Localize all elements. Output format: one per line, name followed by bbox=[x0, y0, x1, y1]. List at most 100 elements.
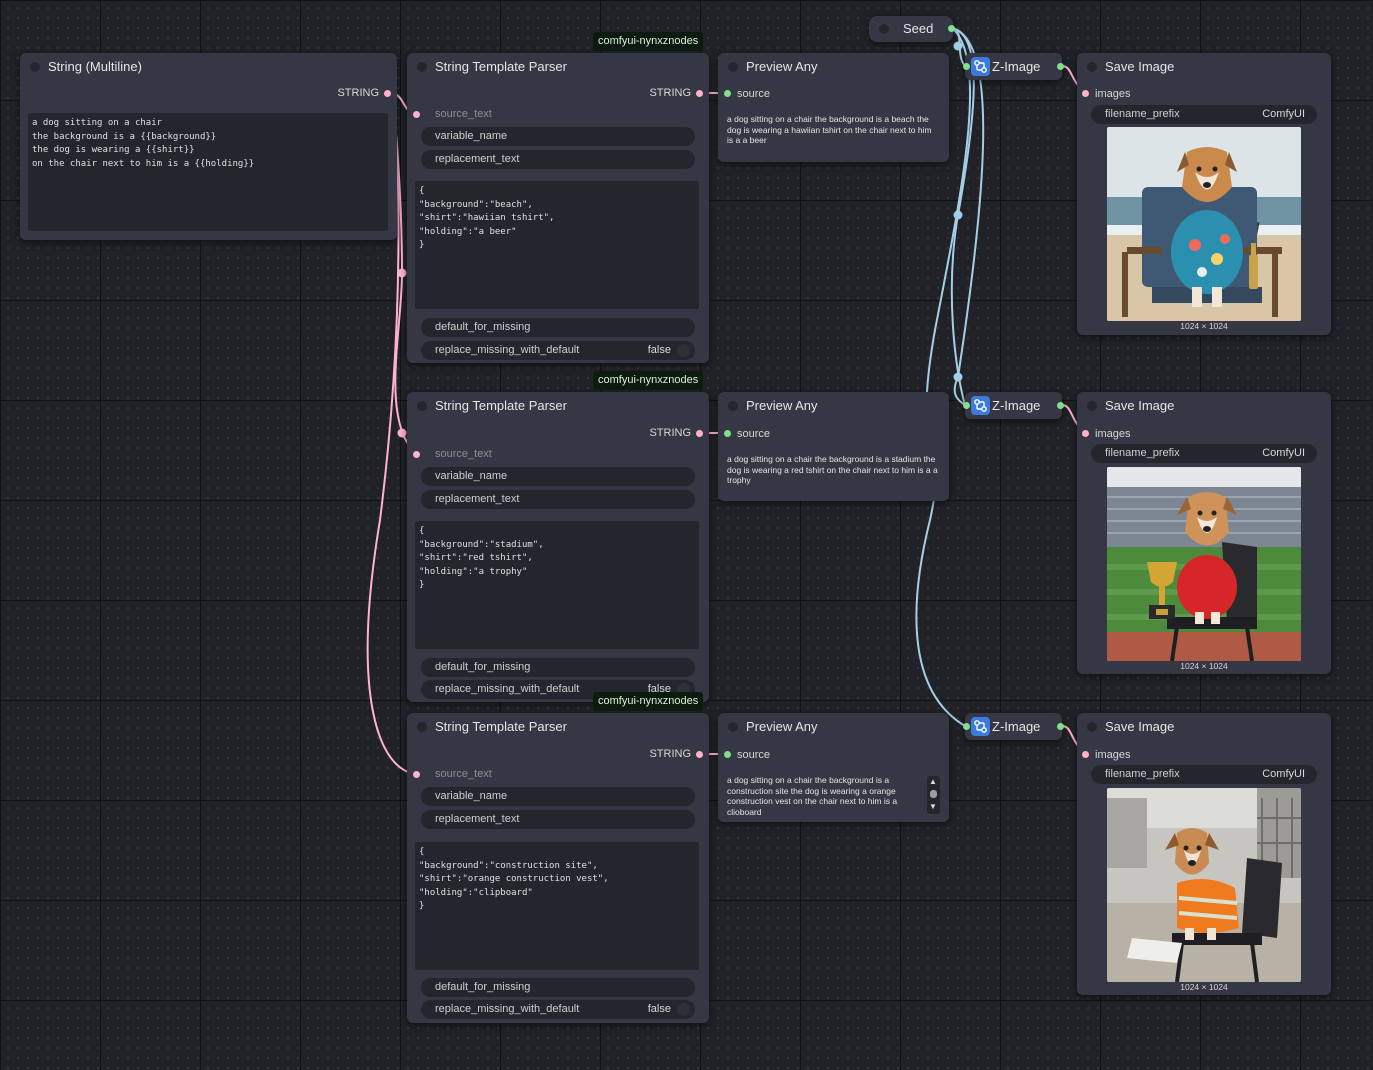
source-label: source bbox=[737, 88, 771, 100]
seed-title: Seed bbox=[903, 21, 934, 36]
scroll-down-icon[interactable]: ▼ bbox=[929, 802, 937, 811]
image-output-socket[interactable] bbox=[1057, 63, 1064, 70]
preview-any-node[interactable]: Preview Any source a dog sitting on a ch… bbox=[718, 713, 949, 822]
string-output-socket[interactable] bbox=[696, 430, 703, 437]
collapse-dot[interactable] bbox=[728, 722, 738, 732]
collapse-dot[interactable] bbox=[417, 401, 427, 411]
node-pack-badge: comfyui-nynxznodes bbox=[593, 32, 704, 51]
image-size-caption: 1024 × 1024 bbox=[1180, 661, 1228, 671]
source-input-socket[interactable] bbox=[724, 90, 731, 97]
collapse-dot[interactable] bbox=[417, 722, 427, 732]
generated-image-beach[interactable] bbox=[1107, 127, 1301, 321]
node-pack-badge: comfyui-nynxznodes bbox=[593, 371, 704, 390]
z-image-node[interactable]: Z-Image bbox=[963, 713, 1064, 740]
z-image-node[interactable]: Z-Image bbox=[963, 53, 1064, 80]
node-title: Preview Any bbox=[746, 398, 818, 413]
images-input-socket[interactable] bbox=[1082, 751, 1089, 758]
toggle-knob[interactable] bbox=[677, 344, 690, 357]
source-text-input-socket[interactable] bbox=[413, 111, 420, 118]
source-text-label: source_text bbox=[435, 108, 492, 120]
source-text-label: source_text bbox=[435, 768, 492, 780]
seed-input-socket[interactable] bbox=[963, 723, 970, 730]
default-for-missing-field[interactable]: default_for_missing bbox=[421, 658, 695, 677]
node-title: Preview Any bbox=[746, 59, 818, 74]
preview-any-node[interactable]: Preview Any source a dog sitting on a ch… bbox=[718, 53, 949, 162]
images-input-socket[interactable] bbox=[1082, 430, 1089, 437]
wire-seed-to-zimage2b bbox=[951, 27, 985, 406]
preview-output-text: a dog sitting on a chair the background … bbox=[727, 775, 898, 817]
preview-any-node[interactable]: Preview Any source a dog sitting on a ch… bbox=[718, 392, 949, 501]
source-label: source bbox=[737, 749, 771, 761]
seed-input-socket[interactable] bbox=[963, 63, 970, 70]
output-label: STRING bbox=[649, 427, 691, 439]
json-text-area[interactable]: { "background":"beach", "shirt":"hawiian… bbox=[415, 181, 699, 309]
output-label: STRING bbox=[337, 87, 379, 99]
node-title: Preview Any bbox=[746, 719, 818, 734]
collapse-dot[interactable] bbox=[1087, 62, 1097, 72]
subgraph-icon bbox=[971, 717, 990, 736]
scroll-thumb[interactable] bbox=[930, 790, 937, 798]
seed-output-socket[interactable] bbox=[948, 25, 955, 32]
image-size-caption: 1024 × 1024 bbox=[1180, 982, 1228, 992]
source-input-socket[interactable] bbox=[724, 430, 731, 437]
image-output-socket[interactable] bbox=[1057, 723, 1064, 730]
images-input-socket[interactable] bbox=[1082, 90, 1089, 97]
generated-image-stadium[interactable] bbox=[1107, 467, 1301, 661]
replacement-text-field[interactable]: replacement_text bbox=[421, 810, 695, 829]
preview-scrollbar[interactable]: ▲ ▼ bbox=[927, 776, 940, 814]
default-for-missing-field[interactable]: default_for_missing bbox=[421, 318, 695, 337]
string-template-parser-node[interactable]: String Template Parser STRING source_tex… bbox=[407, 392, 709, 702]
source-text-input-socket[interactable] bbox=[413, 771, 420, 778]
string-output-socket[interactable] bbox=[384, 90, 391, 97]
node-title: String Template Parser bbox=[435, 719, 567, 734]
multiline-text-area[interactable]: a dog sitting on a chair the background … bbox=[28, 113, 388, 231]
scroll-up-icon[interactable]: ▲ bbox=[929, 777, 937, 786]
string-multiline-node[interactable]: String (Multiline) STRING a dog sitting … bbox=[20, 53, 397, 240]
wire-seed-to-zimage2 bbox=[950, 27, 975, 406]
string-output-socket[interactable] bbox=[696, 751, 703, 758]
source-label: source bbox=[737, 428, 771, 440]
z-image-node[interactable]: Z-Image bbox=[963, 392, 1064, 419]
collapse-dot[interactable] bbox=[879, 24, 889, 34]
string-template-parser-node[interactable]: String Template Parser STRING source_tex… bbox=[407, 713, 709, 1023]
image-output-socket[interactable] bbox=[1057, 402, 1064, 409]
z-image-title: Z-Image bbox=[992, 59, 1041, 74]
collapse-dot[interactable] bbox=[417, 62, 427, 72]
collapse-dot[interactable] bbox=[30, 62, 40, 72]
seed-input-socket[interactable] bbox=[963, 402, 970, 409]
json-text-area[interactable]: { "background":"construction site", "shi… bbox=[415, 842, 699, 970]
z-image-title: Z-Image bbox=[992, 398, 1041, 413]
variable-name-field[interactable]: variable_name bbox=[421, 127, 695, 146]
preview-output-text: a dog sitting on a chair the background … bbox=[727, 454, 938, 485]
source-input-socket[interactable] bbox=[724, 751, 731, 758]
replacement-text-field[interactable]: replacement_text bbox=[421, 150, 695, 169]
collapse-dot[interactable] bbox=[728, 401, 738, 411]
replacement-text-field[interactable]: replacement_text bbox=[421, 490, 695, 509]
seed-node[interactable]: Seed bbox=[869, 16, 955, 42]
generated-image-construction[interactable] bbox=[1107, 788, 1301, 982]
node-pack-badge: comfyui-nynxznodes bbox=[593, 692, 704, 711]
preview-output-text: a dog sitting on a chair the background … bbox=[727, 114, 932, 145]
node-title: String Template Parser bbox=[435, 59, 567, 74]
string-output-socket[interactable] bbox=[696, 90, 703, 97]
collapse-dot[interactable] bbox=[1087, 722, 1097, 732]
images-label: images bbox=[1095, 749, 1131, 761]
variable-name-field[interactable]: variable_name bbox=[421, 787, 695, 806]
source-text-input-socket[interactable] bbox=[413, 451, 420, 458]
node-title: Save Image bbox=[1105, 59, 1175, 74]
toggle-knob[interactable] bbox=[677, 1003, 690, 1016]
default-for-missing-field[interactable]: default_for_missing bbox=[421, 978, 695, 997]
collapse-dot[interactable] bbox=[728, 62, 738, 72]
variable-name-field[interactable]: variable_name bbox=[421, 467, 695, 486]
string-template-parser-node[interactable]: String Template Parser STRING source_tex… bbox=[407, 53, 709, 363]
collapse-dot[interactable] bbox=[1087, 401, 1097, 411]
json-text-area[interactable]: { "background":"stadium", "shirt":"red t… bbox=[415, 521, 699, 649]
